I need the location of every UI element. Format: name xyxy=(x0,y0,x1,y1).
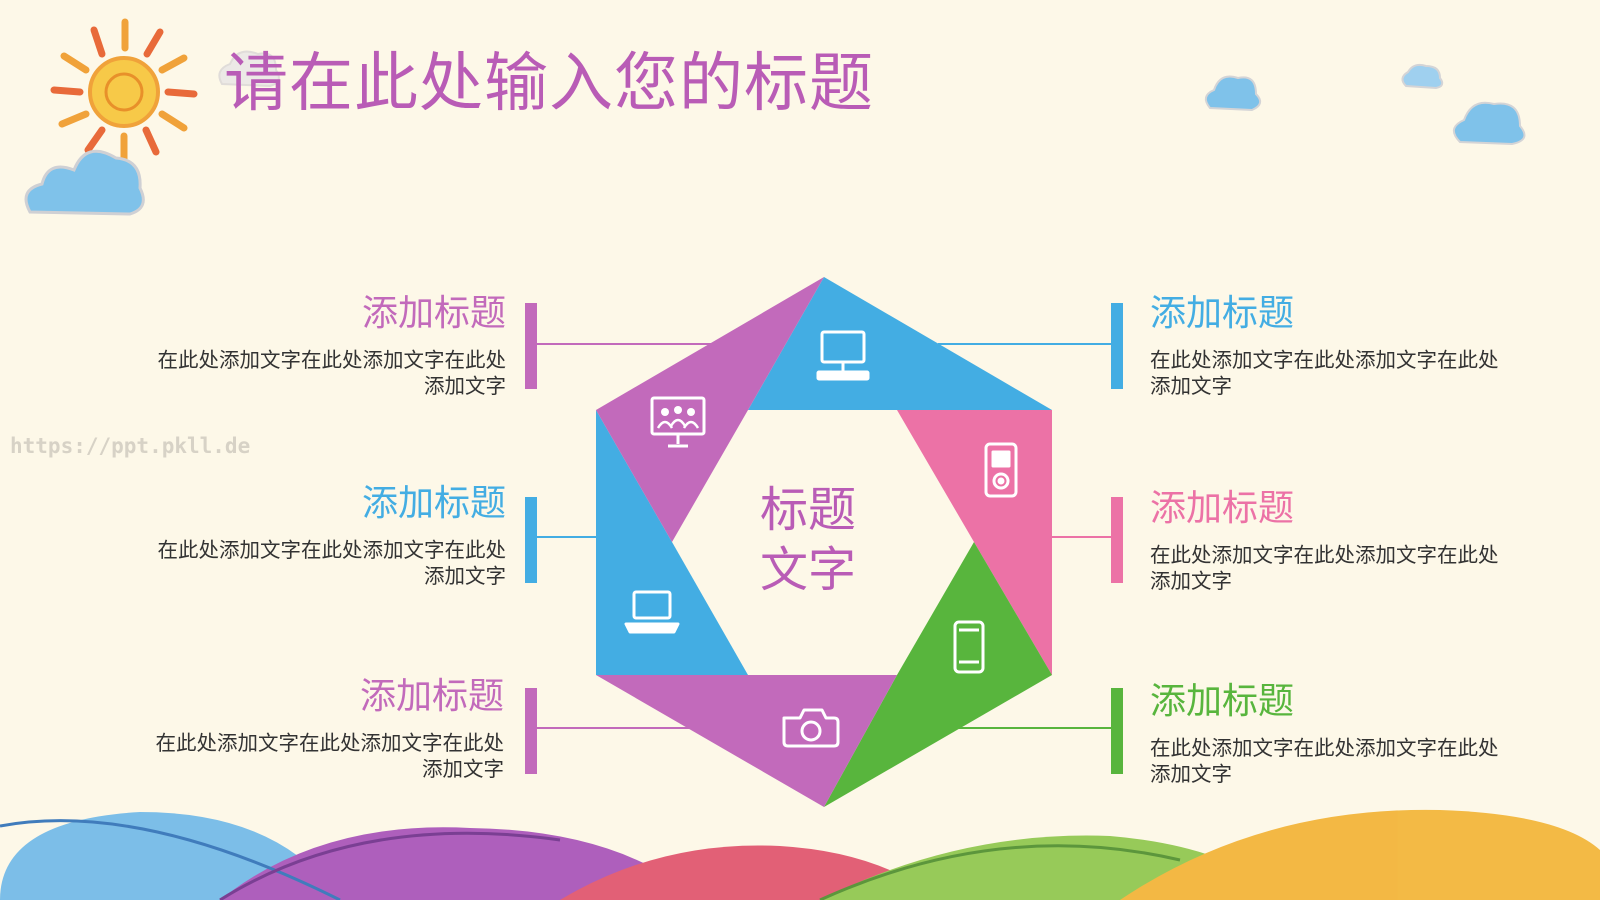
left-item-1-body: 在此处添加文字在此处添加文字在此处添加文字 xyxy=(157,348,507,398)
left-item-3-title: 添加标题 xyxy=(359,676,504,717)
laptop-icon xyxy=(624,590,680,634)
right-item-2-title: 添加标题 xyxy=(1150,488,1295,529)
presentation-icon xyxy=(650,396,706,448)
left-item-1-title: 添加标题 xyxy=(361,293,506,334)
right-item-2-body: 在此处添加文字在此处添加文字在此处添加文字 xyxy=(1150,543,1499,593)
hills-decoration xyxy=(0,809,1600,900)
sun-icon xyxy=(50,18,198,164)
left-item-2-body: 在此处添加文字在此处添加文字在此处添加文字 xyxy=(157,538,507,588)
connectors xyxy=(536,343,1112,729)
monitor-icon xyxy=(816,330,870,381)
right-item-3-title: 添加标题 xyxy=(1150,681,1295,722)
left-item-3-body: 在此处添加文字在此处添加文字在此处添加文字 xyxy=(155,731,505,781)
music-player-icon xyxy=(984,442,1018,498)
watermark: https://ppt.pkll.de xyxy=(10,434,251,458)
cloud-icon xyxy=(218,50,280,88)
camera-icon xyxy=(782,708,840,748)
center-label: 标题 文字 xyxy=(748,480,868,600)
cloud-icon xyxy=(1204,75,1262,112)
segment-bottom-right xyxy=(824,542,1052,807)
cloud-icon xyxy=(24,149,145,216)
right-item-3-body: 在此处添加文字在此处添加文字在此处添加文字 xyxy=(1150,736,1499,786)
right-item-1-title: 添加标题 xyxy=(1150,293,1295,334)
page-title: 请在此处输入您的标题 xyxy=(224,47,874,121)
center-line-2: 文字 xyxy=(759,542,856,598)
smartphone-icon xyxy=(953,620,985,674)
segment-top-left xyxy=(596,277,824,542)
cloud-icon xyxy=(1401,63,1444,90)
segment-top-right xyxy=(897,410,1052,675)
segment-bottom xyxy=(596,675,897,807)
left-item-2-title: 添加标题 xyxy=(361,483,506,524)
center-line-1: 标题 xyxy=(759,482,856,538)
cloud-icon xyxy=(1453,101,1526,146)
right-item-1-body: 在此处添加文字在此处添加文字在此处添加文字 xyxy=(1150,348,1499,398)
hexagon-diagram xyxy=(596,277,1052,807)
item-bars xyxy=(525,303,1123,774)
